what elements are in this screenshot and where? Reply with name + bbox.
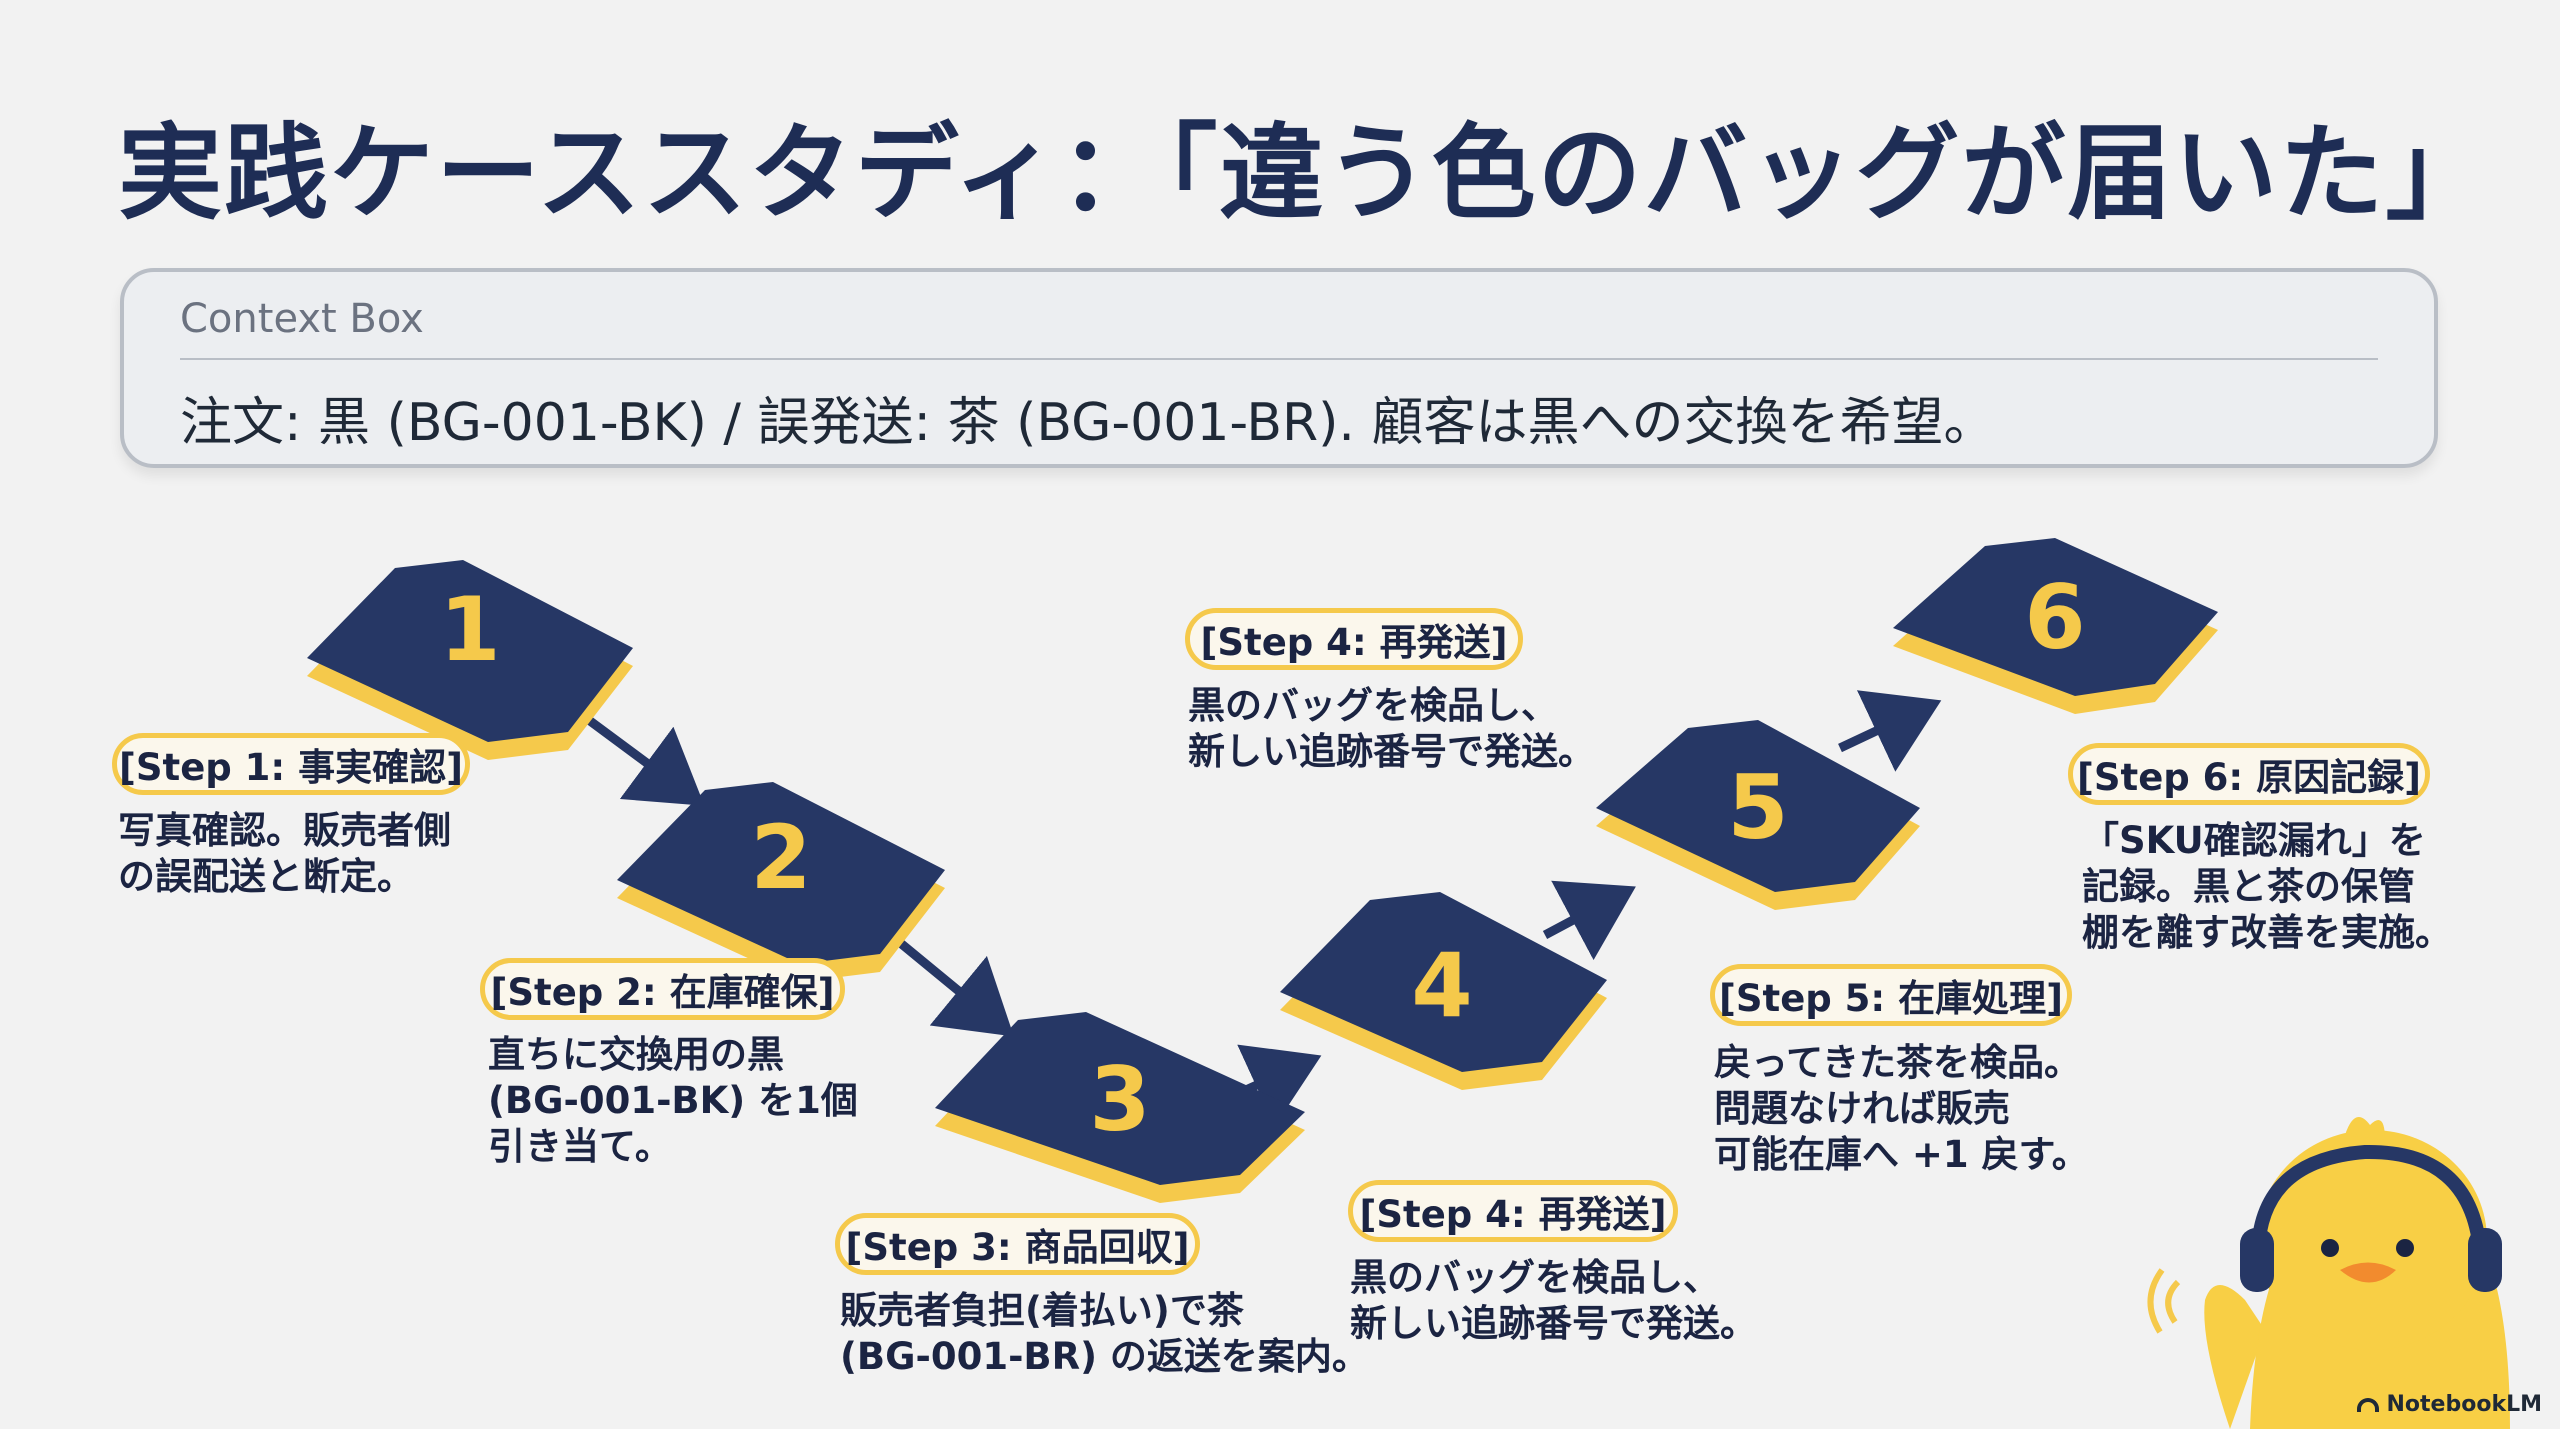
step-6-diamond: 6 [1893, 538, 2218, 714]
step-4-top-badge: [Step 4: 再発送] [1185, 608, 1523, 670]
context-box-text: 注文: 黒 (BG-001-BK) / 誤発送: 茶 (BG-001-BR). … [180, 393, 1996, 453]
step-2-number: 2 [750, 806, 811, 909]
step-2-description: 直ちに交換用の黒 (BG-001-BK) を1個 引き当て。 [488, 1033, 858, 1168]
step-6-description: 「SKU確認漏れ」を 記録。黒と茶の保管 棚を離す改善を実施。 [2082, 819, 2452, 954]
step-4-diamond: 4 [1280, 892, 1607, 1090]
step-4-badge: [Step 4: 再発送] [1348, 1180, 1678, 1242]
step-5-number: 5 [1727, 756, 1788, 859]
step-6-number: 6 [2024, 566, 2085, 669]
notebooklm-icon [2356, 1397, 2379, 1412]
step-1-badge: [Step 1: 事実確認] [112, 733, 470, 795]
step-3-diamond: 3 [935, 1012, 1305, 1203]
step-3-badge: [Step 3: 商品回収] [835, 1213, 1200, 1275]
step-1-description: 写真確認。販売者側 の誤配送と断定。 [118, 809, 451, 898]
brand-watermark: NotebookLM [2356, 1392, 2542, 1417]
arrow-5-to-6 [1838, 690, 1942, 772]
context-box: Context Box 注文: 黒 (BG-001-BK) / 誤発送: 茶 (… [120, 268, 2438, 468]
mascot-duck-illustration [2147, 1117, 2510, 1429]
arrow-4-to-5 [1542, 880, 1636, 961]
step-3-number: 3 [1089, 1048, 1150, 1151]
step-2-diamond: 2 [617, 782, 945, 982]
step-4-top-description: 黒のバッグを検品し、 新しい追跡番号で発送。 [1188, 684, 1595, 773]
step-6-badge: [Step 6: 原因記録] [2068, 743, 2430, 805]
step-5-description: 戻ってきた茶を検品。 問題なければ販売 可能在庫へ +1 戻す。 [1714, 1041, 2089, 1176]
step-1-diamond: 1 [307, 560, 633, 760]
step-4-number: 4 [1411, 934, 1472, 1037]
step-5-badge: [Step 5: 在庫処理] [1710, 964, 2072, 1026]
step-4-description: 黒のバッグを検品し、 新しい追跡番号で発送。 [1350, 1256, 1757, 1345]
page-title: 実践ケーススタディ：「違う色のバッグが届いた」 [118, 112, 2492, 234]
step-3-description: 販売者負担(着払い)で茶 (BG-001-BR) の返送を案内。 [840, 1289, 1369, 1378]
step-5-diamond: 5 [1596, 720, 1920, 910]
context-divider [180, 358, 2378, 360]
step-2-badge: [Step 2: 在庫確保] [480, 958, 845, 1020]
step-1-number: 1 [439, 578, 500, 681]
brand-label: NotebookLM [2386, 1392, 2542, 1417]
context-box-label: Context Box [180, 296, 424, 342]
